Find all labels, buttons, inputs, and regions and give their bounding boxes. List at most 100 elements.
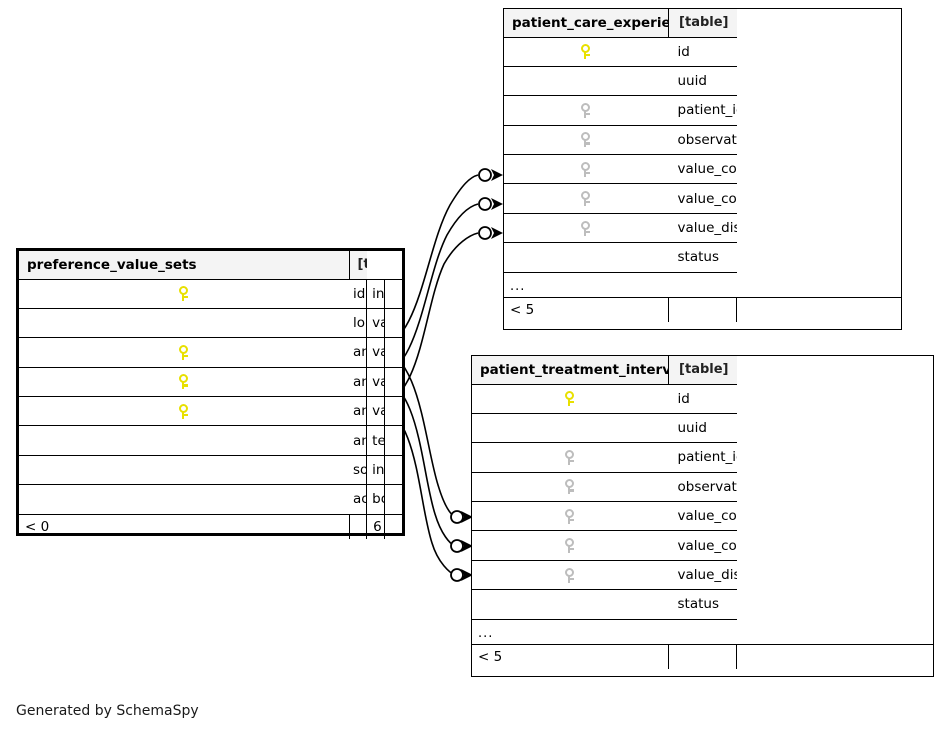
table-footer-row: < 5 (472, 643, 933, 670)
column-name: id (668, 36, 737, 67)
column-spacer (383, 337, 402, 368)
column-name: loinc_code (349, 307, 368, 339)
table-more-row: ... (472, 618, 933, 645)
column-type: text[65535] (366, 425, 385, 456)
table-title: preference_value_sets (19, 251, 350, 280)
column-name: id (349, 278, 368, 309)
table-type-tag: [table] (668, 9, 737, 38)
table-row[interactable]: value_code (504, 154, 901, 185)
table-row[interactable]: id (472, 383, 933, 414)
column-name: answer_definition (349, 425, 368, 456)
column-spacer (383, 425, 402, 456)
table-more-row: ... (504, 271, 901, 298)
table-row[interactable]: status (504, 242, 901, 273)
table-patient-care-experience-preferences[interactable]: patient_care_experience_preferences [tab… (503, 8, 902, 330)
table-row[interactable]: id (504, 36, 901, 67)
table-row[interactable]: uuid (504, 65, 901, 97)
column-name: status (668, 242, 737, 273)
table-row[interactable]: patient_id (504, 95, 901, 126)
table-row[interactable]: answer_display varchar[255] (19, 396, 402, 427)
table-row[interactable]: active boolean[3] (19, 484, 402, 515)
generated-by-credit: Generated by SchemaSpy (16, 703, 199, 719)
column-name: answer_system (349, 366, 368, 398)
table-header-row: patient_care_experience_preferences [tab… (504, 9, 901, 38)
relationship-terminator (478, 168, 503, 240)
table-header-row: patient_treatment_intervention_preferenc… (472, 356, 933, 385)
table-row[interactable]: uuid (472, 412, 933, 444)
table-type-tag: [table] (349, 251, 367, 280)
table-row[interactable]: answer_system varchar[255] (19, 366, 402, 398)
column-spacer (383, 307, 402, 339)
footer-middle (348, 513, 368, 540)
footer-middle (668, 643, 737, 670)
table-header-row: preference_value_sets [table] (19, 251, 402, 280)
table-row[interactable]: value_code_system (504, 183, 901, 214)
primary-key-icon (472, 383, 669, 414)
table-row[interactable]: observation_code (472, 471, 933, 503)
no-key-icon (19, 484, 349, 515)
table-row[interactable]: patient_id (472, 442, 933, 473)
column-name: uuid (668, 65, 737, 97)
table-row[interactable]: answer_code varchar[100] (19, 337, 402, 368)
footer-child-count: 6 > (366, 513, 385, 540)
column-name: answer_code (349, 337, 368, 368)
primary-key-icon (504, 36, 669, 67)
foreign-key-icon (472, 559, 669, 591)
table-type-tag: [table] (668, 356, 737, 385)
primary-key-icon (19, 396, 349, 427)
table-row[interactable]: sort_order int[10] (19, 454, 402, 486)
column-name: value_code_system (668, 530, 737, 561)
table-patient-treatment-intervention-preferences[interactable]: patient_treatment_intervention_preferenc… (471, 355, 934, 677)
column-spacer (383, 366, 402, 398)
column-name: patient_id (668, 442, 737, 473)
foreign-key-icon (504, 154, 669, 185)
foreign-key-icon (472, 530, 669, 561)
table-preference-value-sets[interactable]: preference_value_sets [table] id int[10]… (16, 248, 405, 540)
foreign-key-icon (472, 471, 669, 503)
no-key-icon (504, 65, 669, 97)
table-title: patient_treatment_intervention_preferenc… (472, 356, 669, 385)
table-row[interactable]: status (472, 589, 933, 620)
footer-child-count (736, 296, 901, 323)
no-key-icon (504, 242, 669, 273)
table-footer-row: < 5 (504, 296, 901, 323)
column-type: int[10] (366, 454, 385, 486)
table-row[interactable]: value_display (472, 559, 933, 591)
foreign-key-icon (504, 212, 669, 244)
foreign-key-icon (504, 183, 669, 214)
column-spacer (383, 484, 402, 515)
column-spacer (383, 454, 402, 486)
footer-spacer (383, 513, 402, 540)
footer-parent-count: < 5 (472, 643, 669, 670)
more-columns-marker: ... (472, 618, 669, 645)
column-name: id (668, 383, 737, 414)
more-columns-marker: ... (504, 271, 669, 298)
table-row[interactable]: value_code (472, 501, 933, 532)
table-row[interactable]: observation_code (504, 124, 901, 156)
foreign-key-icon (472, 501, 669, 532)
column-name: value_display (668, 559, 737, 591)
table-row[interactable]: value_display (504, 212, 901, 244)
foreign-key-icon (504, 124, 669, 156)
table-row[interactable]: id int[10] (19, 278, 402, 309)
column-name: uuid (668, 412, 737, 444)
column-name: value_code_system (668, 183, 737, 214)
column-spacer (383, 278, 402, 309)
column-name: active (349, 484, 368, 515)
column-type: varchar[255] (366, 366, 385, 398)
table-row[interactable]: answer_definition text[65535] (19, 425, 402, 456)
foreign-key-icon (504, 95, 669, 126)
footer-middle (668, 296, 737, 323)
column-name: sort_order (349, 454, 368, 486)
column-type: int[10] (366, 278, 385, 309)
table-row[interactable]: value_code_system (472, 530, 933, 561)
column-type: varchar[50] (366, 307, 385, 339)
column-name: value_code (668, 154, 737, 185)
column-name: observation_code (668, 124, 737, 156)
table-row[interactable]: loinc_code varchar[50] (19, 307, 402, 339)
footer-child-count (736, 643, 933, 670)
column-type: boolean[3] (366, 484, 385, 515)
no-key-icon (19, 454, 349, 486)
column-name: value_display (668, 212, 737, 244)
